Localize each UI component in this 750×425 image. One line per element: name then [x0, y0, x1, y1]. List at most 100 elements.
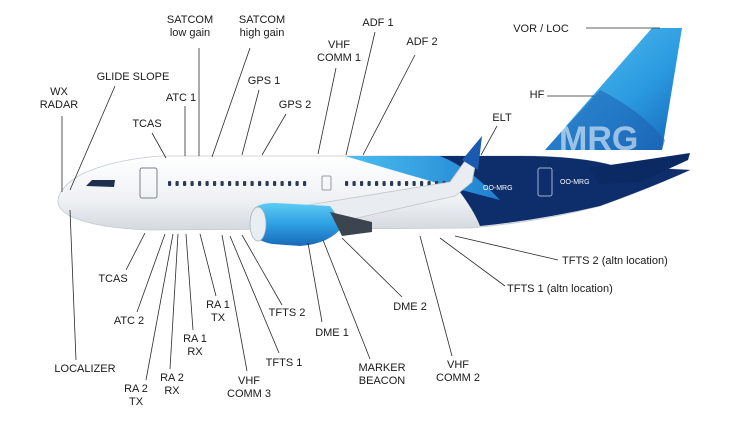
leader-line-adf-1: [345, 31, 376, 156]
antenna-label-line: SATCOM: [239, 14, 285, 26]
tail-dark-band: [545, 90, 665, 150]
cabin-window: [427, 181, 431, 186]
leader-line-elt: [480, 125, 498, 156]
antenna-label-gps-2: GPS 2: [279, 99, 311, 111]
engine: [252, 203, 344, 246]
antenna-label-line: TFTS 2 (altn location): [562, 255, 668, 267]
antenna-label-line: VHF: [447, 359, 469, 371]
leader-line-tcas-top: [151, 132, 167, 159]
leader-line-adf-2: [362, 54, 416, 156]
antenna-label-line: ELT: [492, 112, 512, 124]
cabin-window: [198, 181, 202, 186]
antenna-label-line: LOCALIZER: [54, 363, 115, 375]
cabin-window: [412, 181, 416, 186]
antenna-label-tfts-2: TFTS 2: [269, 307, 306, 319]
antenna-label-line: TFTS 1: [266, 357, 303, 369]
tail-logo: MRG: [559, 120, 638, 158]
antenna-label-line: high gain: [240, 27, 285, 39]
cabin-window: [220, 181, 224, 186]
antenna-label-line: TCAS: [98, 273, 127, 285]
antenna-label-line: COMM 2: [436, 372, 480, 384]
cabin-window: [295, 181, 299, 186]
antenna-label-gps-1: GPS 1: [248, 75, 280, 87]
antenna-label-line: RA 2: [124, 383, 148, 395]
leader-line-vhf-comm-2: [419, 235, 453, 357]
antenna-label-line: TX: [129, 396, 144, 408]
antenna-label-line: GPS 2: [279, 99, 311, 111]
antenna-label-line: GPS 1: [248, 75, 280, 87]
antenna-label-dme-2: DME 2: [393, 301, 427, 313]
antenna-label-line: ADF 2: [406, 36, 437, 48]
aircraft-illustration: MRG OO-MRG OO-MRG: [57, 28, 691, 246]
antenna-label-line: ADF 1: [362, 17, 393, 29]
leader-line-gps-2: [261, 113, 287, 156]
antenna-label-line: TX: [211, 312, 226, 324]
leader-line-vhf-comm-1: [317, 67, 337, 155]
cabin-window: [367, 181, 371, 186]
antenna-label-adf-2: ADF 2: [406, 36, 437, 48]
antenna-label-tfts-2-altn: TFTS 2 (altn location): [562, 255, 668, 267]
engine-exhaust: [330, 212, 372, 236]
cabin-window: [405, 181, 409, 186]
antenna-label-line: TFTS 2: [269, 307, 306, 319]
antenna-label-glide-slope: GLIDE SLOPE: [97, 71, 170, 83]
cabin-window: [390, 181, 394, 186]
cabin-window: [213, 181, 217, 186]
antenna-label-line: VHF: [328, 39, 350, 51]
leader-line-localizer: [69, 209, 77, 361]
cabin-window: [382, 181, 386, 186]
antenna-label-line: BEACON: [359, 375, 406, 387]
cabin-window: [228, 181, 232, 186]
cabin-window: [250, 181, 254, 186]
cabin-window: [168, 181, 172, 186]
antenna-label-line: low gain: [170, 27, 210, 39]
fuselage-registration: OO-MRG: [560, 179, 590, 186]
cabin-window: [303, 181, 307, 186]
leader-line-atc-2: [136, 233, 166, 313]
antenna-label-line: WX: [50, 86, 68, 98]
cabin-window: [375, 181, 379, 186]
leader-line-glide-slope: [69, 85, 116, 191]
antenna-label-elt: ELT: [492, 112, 512, 124]
leader-line-satcom-high-gain: [211, 47, 251, 158]
leader-line-ra-2-rx: [169, 233, 179, 370]
antenna-label-line: RA 1: [206, 299, 230, 311]
antenna-label-line: GLIDE SLOPE: [97, 71, 170, 83]
antenna-label-line: RX: [164, 385, 180, 397]
forward-door: [139, 167, 158, 199]
antenna-label-line: TCAS: [132, 118, 161, 130]
cabin-window: [258, 181, 262, 186]
antenna-label-line: COMM 1: [317, 52, 361, 64]
cabin-window: [397, 181, 401, 186]
cabin-window: [345, 181, 349, 186]
leader-line-vhf-comm-3: [221, 234, 248, 372]
antenna-label-tfts-1-altn: TFTS 1 (altn location): [507, 283, 613, 295]
antenna-label-vor-loc: VOR / LOC: [513, 23, 569, 35]
cabin-window: [243, 181, 247, 186]
leader-line-ra-2-tx: [145, 233, 174, 381]
antenna-label-line: RA 2: [160, 372, 184, 384]
antenna-label-line: ATC 1: [166, 92, 196, 104]
leader-line-ra-1-rx: [185, 233, 194, 331]
antenna-label-line: DME 1: [315, 327, 349, 339]
leader-line-gps-1: [241, 89, 260, 156]
horizontal-stabilizer: [590, 153, 690, 184]
antenna-label-line: HF: [530, 89, 545, 101]
cabin-window: [280, 181, 284, 186]
leader-line-tfts-1-altn: [439, 237, 506, 287]
leader-line-tcas-bottom: [125, 232, 146, 271]
cabin-window: [360, 181, 364, 186]
leader-line-tfts-2: [241, 234, 283, 306]
antenna-label-localizer: LOCALIZER: [54, 363, 115, 375]
leader-line-marker-beacon: [322, 239, 371, 360]
